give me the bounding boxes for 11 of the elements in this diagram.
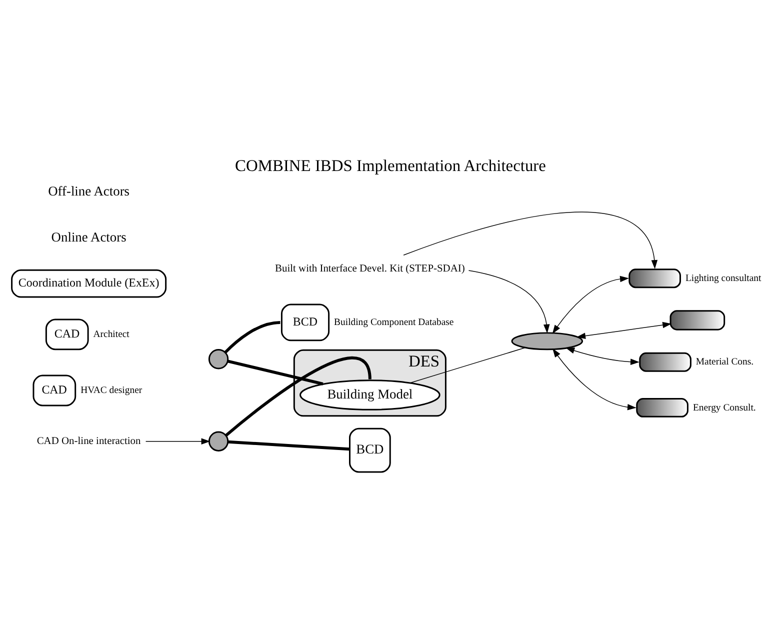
node-label: Architect — [93, 328, 130, 340]
node-label: Lighting consultant — [685, 272, 762, 284]
label: Online Actors — [51, 229, 126, 244]
node-label: Building Component Database — [334, 317, 454, 328]
node-text: CAD On-line interaction — [36, 436, 141, 448]
node-label: HVAC designer — [80, 385, 142, 396]
node-text: Built with Interface Devel. Kit (STEP-SDAI) — [275, 263, 465, 274]
diagram-title: COMBINE IBDS Implementation Architecture — [235, 156, 546, 176]
node-label: Energy Consult. — [692, 402, 756, 414]
node-label: Material Cons. — [696, 356, 754, 368]
label: Off-line Actors — [48, 184, 130, 199]
